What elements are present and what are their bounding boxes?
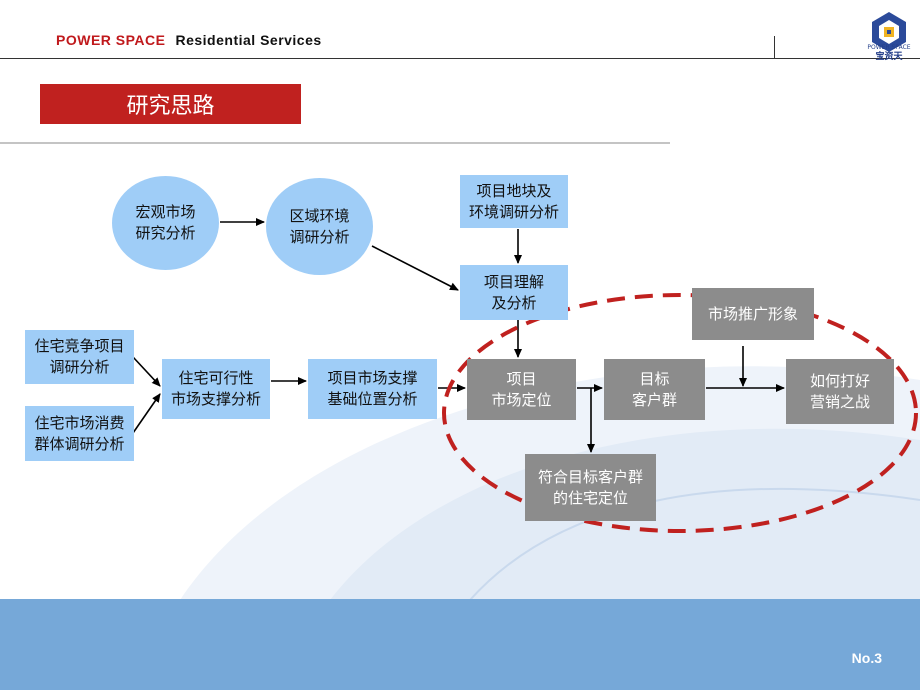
- node-target-customers: 目标 客户群: [604, 359, 705, 420]
- node-macro-market: 宏观市场 研究分析: [112, 176, 219, 270]
- logo-caption: POWER SPACE 宝资天: [866, 44, 912, 63]
- node-marketing-battle: 如何打好 营销之战: [786, 359, 894, 424]
- page-number: No.3: [851, 650, 882, 666]
- header-brand: POWER SPACE Residential Services: [56, 32, 322, 48]
- header-rule: [0, 58, 920, 59]
- footer-band: [0, 599, 920, 690]
- node-project-understanding: 项目理解 及分析: [460, 265, 568, 320]
- power-space-logo: [872, 12, 906, 52]
- brand-subtitle: Residential Services: [175, 32, 322, 48]
- node-plot-environment: 项目地块及 环境调研分析: [460, 175, 568, 228]
- brand-name: POWER SPACE: [56, 32, 166, 48]
- header-vertical-divider: [774, 36, 775, 58]
- node-competing-projects: 住宅竞争项目 调研分析: [25, 330, 134, 384]
- section-title: 研究思路: [40, 84, 301, 124]
- logo-text-en: POWER SPACE: [867, 44, 911, 51]
- node-market-support: 项目市场支撑 基础位置分析: [308, 359, 437, 419]
- arrow-consumer-feasibility: [132, 393, 161, 434]
- node-residential-positioning: 符合目标客户群 的住宅定位: [525, 454, 656, 521]
- arrow-compete-feasibility: [132, 356, 161, 387]
- focus-ellipse: [442, 293, 918, 533]
- node-market-positioning: 项目 市场定位: [467, 359, 576, 420]
- arrow-region-understand: [371, 245, 459, 291]
- node-regional-environment: 区域环境 调研分析: [266, 178, 373, 275]
- node-consumer-groups: 住宅市场消费 群体调研分析: [25, 406, 134, 461]
- node-promotion-image: 市场推广形象: [692, 288, 814, 340]
- node-feasibility: 住宅可行性 市场支撑分析: [162, 359, 270, 419]
- logo-text-cn: 宝资天: [875, 52, 903, 62]
